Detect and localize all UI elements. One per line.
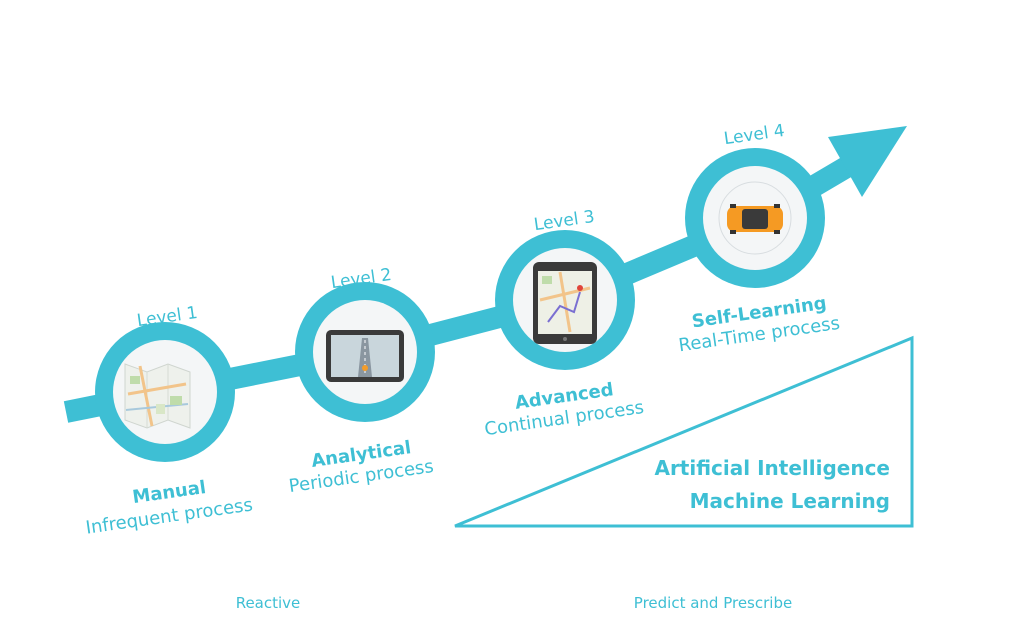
ai-label-line2: Machine Learning (690, 489, 890, 513)
paper-map-icon (124, 363, 191, 429)
level-4-label: Level 4 (723, 121, 786, 149)
tablet-map-icon (533, 262, 597, 344)
footer-predict-prescribe: Predict and Prescribe (634, 594, 792, 612)
growth-arrow-head-icon (828, 126, 907, 197)
level-4-node: Level 4 Self-Learning Real-Time process (677, 121, 841, 356)
level-1-node: Level 1 Manual Infrequent process (84, 303, 254, 539)
level-3-node: Level 3 Advanced Continual process (483, 207, 645, 440)
ai-label-line1: Artificial Intelligence (654, 456, 890, 480)
ai-triangle (454, 335, 914, 528)
gps-navigator-icon (326, 330, 404, 382)
level-2-node: Level 2 Analytical Periodic process (288, 265, 435, 497)
level-3-label: Level 3 (533, 207, 596, 235)
self-driving-car-icon (718, 181, 792, 255)
footer-reactive: Reactive (236, 594, 301, 612)
